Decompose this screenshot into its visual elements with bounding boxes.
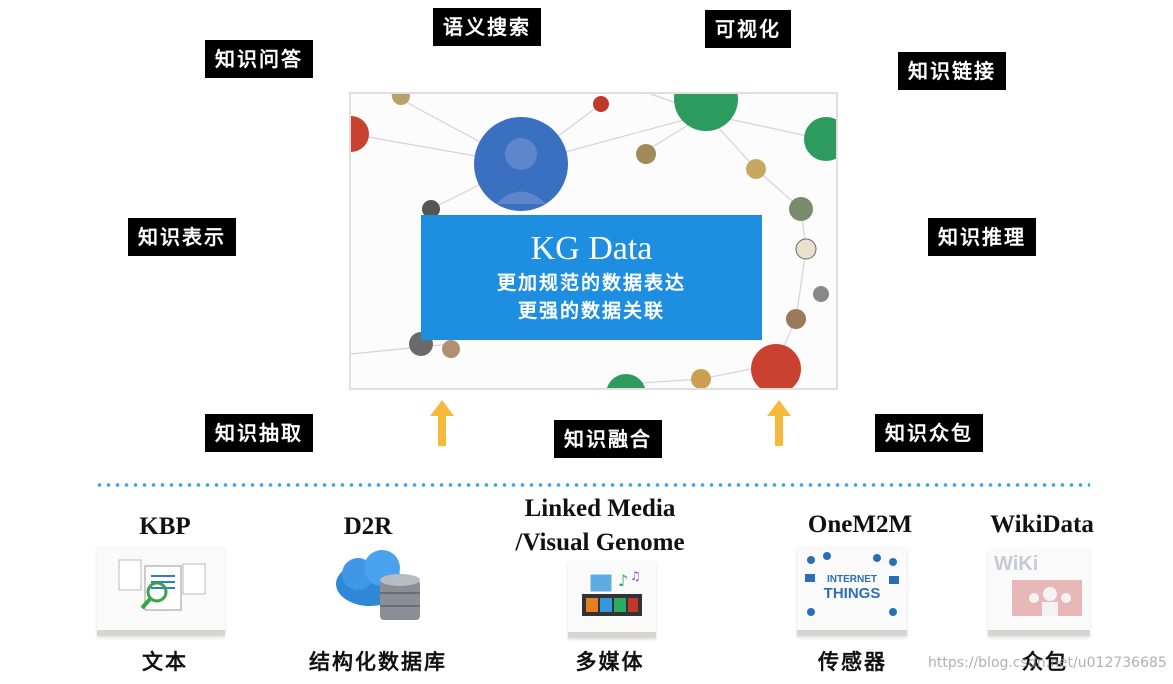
tag-semantic-search: 语义搜索 <box>433 8 541 46</box>
tag-knowledge-reasoning: 知识推理 <box>928 218 1036 256</box>
tag-knowledge-crowdsourcing: 知识众包 <box>875 414 983 452</box>
tag-knowledge-fusion: 知识融合 <box>554 420 662 458</box>
kg-description-line-2: 更强的数据关联 <box>517 300 665 322</box>
document-search-icon <box>118 559 206 611</box>
tag-visualization: 可视化 <box>705 10 791 48</box>
internet-of-things-icon: INTERNET THINGS <box>805 552 899 616</box>
source-title-d2r: D2R <box>343 513 393 540</box>
crowd-icon: WiKi <box>994 553 1082 616</box>
watermark-text: https://blog.csdn.net/u012736685 <box>928 655 1167 671</box>
source-title-linked-media: Linked Media <box>524 495 676 522</box>
svg-text:♪: ♪ <box>618 571 628 590</box>
dotted-divider <box>95 482 1090 488</box>
source-title-kbp: KBP <box>139 513 191 540</box>
source-label-text: 文本 <box>142 650 188 674</box>
source-label-structured-db: 结构化数据库 <box>309 650 447 674</box>
up-arrow-icon <box>430 400 454 446</box>
source-title-visual-genome: /Visual Genome <box>515 529 685 556</box>
source-label-sensor: 传感器 <box>818 650 887 674</box>
source-thumb-d2r <box>330 546 430 630</box>
multimedia-icon: ♪ ♫ <box>582 569 642 616</box>
iot-text-internet: INTERNET <box>827 574 877 585</box>
source-thumb-iot: INTERNET THINGS <box>797 546 907 636</box>
cloud-database-icon <box>336 550 420 620</box>
source-title-wikidata: WikiData <box>990 511 1094 538</box>
tag-knowledge-extraction: 知识抽取 <box>205 414 313 452</box>
source-thumb-wiki: WiKi <box>988 548 1090 636</box>
svg-text:♫: ♫ <box>630 569 641 583</box>
source-label-crowdsourcing: 众包 <box>1022 650 1068 674</box>
kg-title: KG Data <box>530 230 653 267</box>
tag-knowledge-representation: 知识表示 <box>128 218 236 256</box>
iot-text-things: THINGS <box>824 585 881 602</box>
kg-data-panel: KG Data 更加规范的数据表达 更强的数据关联 <box>421 215 762 340</box>
tag-knowledge-linking: 知识链接 <box>898 52 1006 90</box>
source-title-onem2m: OneM2M <box>807 511 913 538</box>
source-thumb-kbp <box>97 546 225 636</box>
source-label-multimedia: 多媒体 <box>575 650 645 674</box>
kg-description-line-1: 更加规范的数据表达 <box>496 272 686 294</box>
wiki-logo-text: WiKi <box>994 553 1038 575</box>
graph-network-icon <box>351 94 836 388</box>
tag-knowledge-qa: 知识问答 <box>205 40 313 78</box>
up-arrow-icon <box>767 400 791 446</box>
source-thumb-multimedia: ♪ ♫ <box>568 560 656 638</box>
